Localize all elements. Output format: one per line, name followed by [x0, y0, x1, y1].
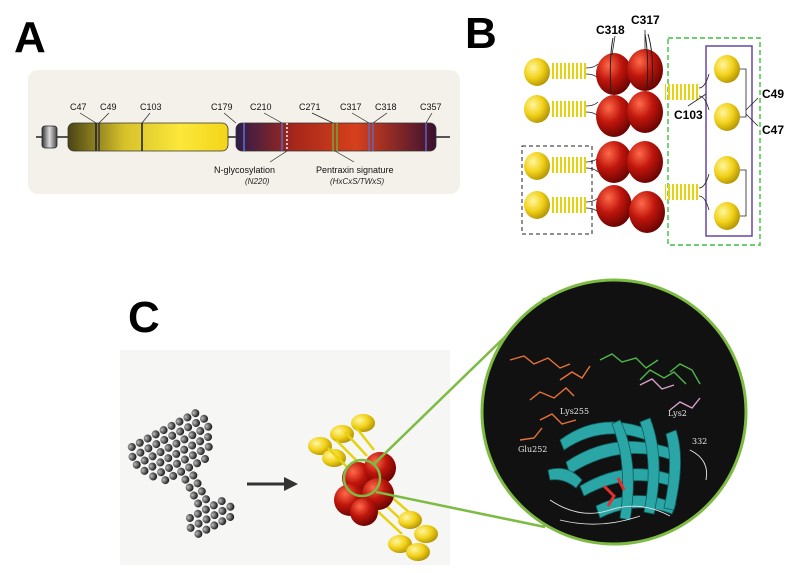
panel-b-label: B	[465, 9, 497, 58]
signal-peptide	[41, 125, 58, 149]
cysteine-tick-marks	[95, 123, 427, 151]
panel-b: C318 C317 C103 C49 C47	[521, 13, 784, 246]
residue-label-lys255: Lys255	[560, 407, 589, 416]
glycosylation-site: (N220)	[245, 177, 270, 186]
residue-label-lys2: Lys2	[668, 409, 687, 418]
red-domain-connectors	[609, 33, 653, 94]
right-yellow-dimers	[665, 55, 740, 230]
left-yellow-dimers	[524, 58, 586, 219]
cysteine-label-c318: C318	[375, 102, 397, 112]
cysteine-label-c103: C103	[140, 102, 162, 112]
cysteine-label-c179: C179	[211, 102, 233, 112]
panel-a: C47 C49 C103 C179 C210 C271 C317 C318 C3…	[28, 70, 460, 194]
disulfide-linked-box	[705, 45, 753, 237]
pentraxin-signature-motif: (HxCxS/TWxS)	[330, 177, 385, 186]
panel-a-label: A	[14, 13, 46, 62]
cysteine-label-c357: C357	[420, 102, 442, 112]
zoom-source-circle	[342, 458, 382, 498]
label-c318: C318	[596, 23, 625, 37]
panel-b-leader-lines	[611, 30, 759, 127]
left-dimer-box	[521, 145, 593, 235]
bead-model	[127, 409, 235, 538]
zoom-line-bottom	[375, 490, 546, 529]
cysteine-label-c271: C271	[299, 102, 321, 112]
pentraxin-signature-label: Pentraxin signature	[316, 165, 394, 175]
red-pentraxin-domains	[596, 49, 665, 233]
panel-c-label: C	[128, 293, 160, 342]
cysteine-label-arrows	[79, 112, 433, 163]
pentraxin-domain	[235, 122, 437, 152]
panel-c: Lys255 Glu252 Lys2 332	[120, 278, 748, 565]
oligomer-model	[308, 414, 438, 561]
glycosylation-label: N-glycosylation	[214, 165, 275, 175]
cysteine-label-c49: C49	[100, 102, 117, 112]
ribbon-structure	[509, 353, 708, 525]
cysteine-label-c47: C47	[70, 102, 87, 112]
transition-arrow	[247, 477, 298, 491]
residue-label-glu252: Glu252	[518, 445, 547, 454]
cysteine-label-c317: C317	[340, 102, 362, 112]
n-terminal-domain	[67, 122, 229, 152]
residue-label-332: 332	[692, 437, 707, 446]
label-c47: C47	[762, 123, 784, 137]
label-c103: C103	[674, 108, 703, 122]
label-c49: C49	[762, 87, 784, 101]
cysteine-label-c210: C210	[250, 102, 272, 112]
label-c317: C317	[631, 13, 660, 27]
right-tetramer-box	[667, 37, 761, 246]
right-dimer-connectors	[698, 68, 747, 217]
